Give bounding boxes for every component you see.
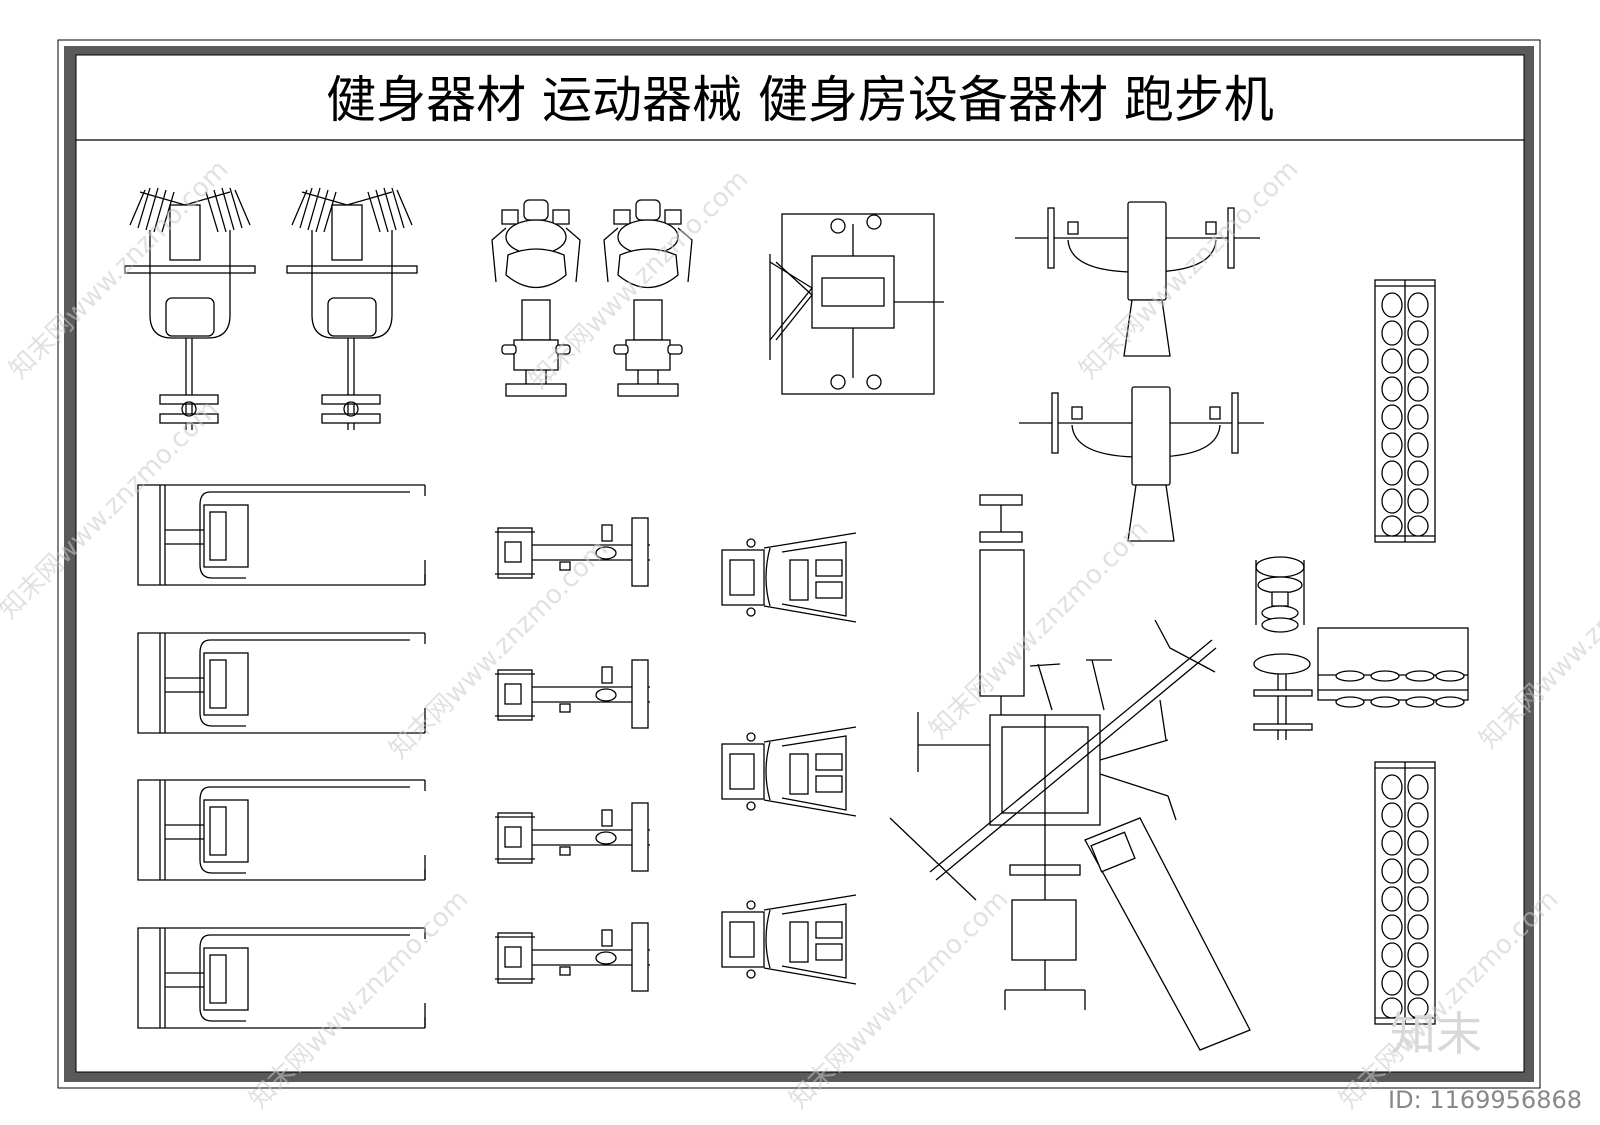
dumbbell-rack bbox=[1374, 279, 1436, 543]
brand-logo: 知末 bbox=[1390, 1007, 1482, 1061]
weight-plate-rack bbox=[1253, 556, 1469, 740]
asset-id: ID: 1169956868 bbox=[1388, 1086, 1582, 1114]
squat-rack-machine bbox=[769, 213, 944, 395]
treadmill bbox=[137, 484, 426, 586]
stepper-machine bbox=[721, 532, 857, 623]
multi-station-machine bbox=[124, 187, 256, 430]
elliptical-trainer bbox=[495, 517, 650, 587]
bench-press bbox=[1015, 201, 1260, 357]
outer-border bbox=[57, 39, 1541, 1089]
sheet-title: 健身器材 运动器械 健身房设备器材 跑步机 bbox=[326, 71, 1274, 129]
seated-press-machine bbox=[491, 199, 581, 397]
combined-gym-station bbox=[889, 494, 1251, 1051]
